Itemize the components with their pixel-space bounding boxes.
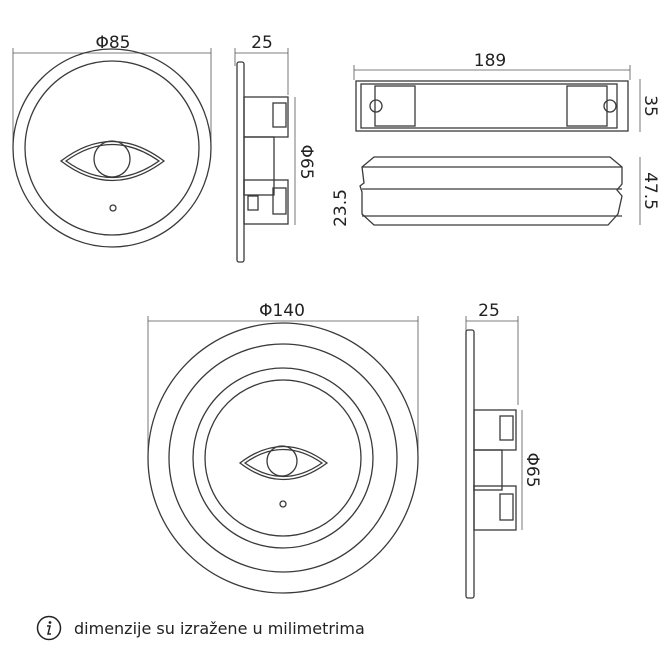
dim-driver-low-height: 23.5: [331, 189, 351, 227]
dim-large-depth: 25: [478, 301, 500, 321]
driver-side-view: 47.5 23.5: [331, 156, 660, 227]
units-note: dimenzije su izražene u milimetrima: [36, 615, 365, 641]
units-note-text: dimenzije su izražene u milimetrima: [74, 618, 365, 638]
dim-small-diameter: Φ85: [95, 33, 130, 53]
dim-small-depth: 25: [251, 33, 273, 53]
dim-driver-length: 189: [474, 51, 506, 71]
dim-driver-height: 47.5: [640, 172, 660, 210]
large-front-view: Φ140: [147, 301, 419, 594]
dim-small-cutout: Φ65: [296, 144, 316, 179]
eye-icon: [59, 140, 166, 181]
dim-large-cutout: Φ65: [522, 452, 542, 487]
driver-top-view: 189 35: [353, 51, 660, 132]
large-side-view: 25 Φ65: [465, 301, 542, 599]
small-front-view: Φ85: [12, 33, 212, 248]
eye-icon: [238, 445, 329, 481]
dim-large-diameter: Φ140: [259, 301, 305, 321]
small-side-view: 25 Φ65: [234, 33, 316, 263]
info-icon: [36, 615, 62, 641]
dim-driver-width: 35: [640, 95, 660, 117]
